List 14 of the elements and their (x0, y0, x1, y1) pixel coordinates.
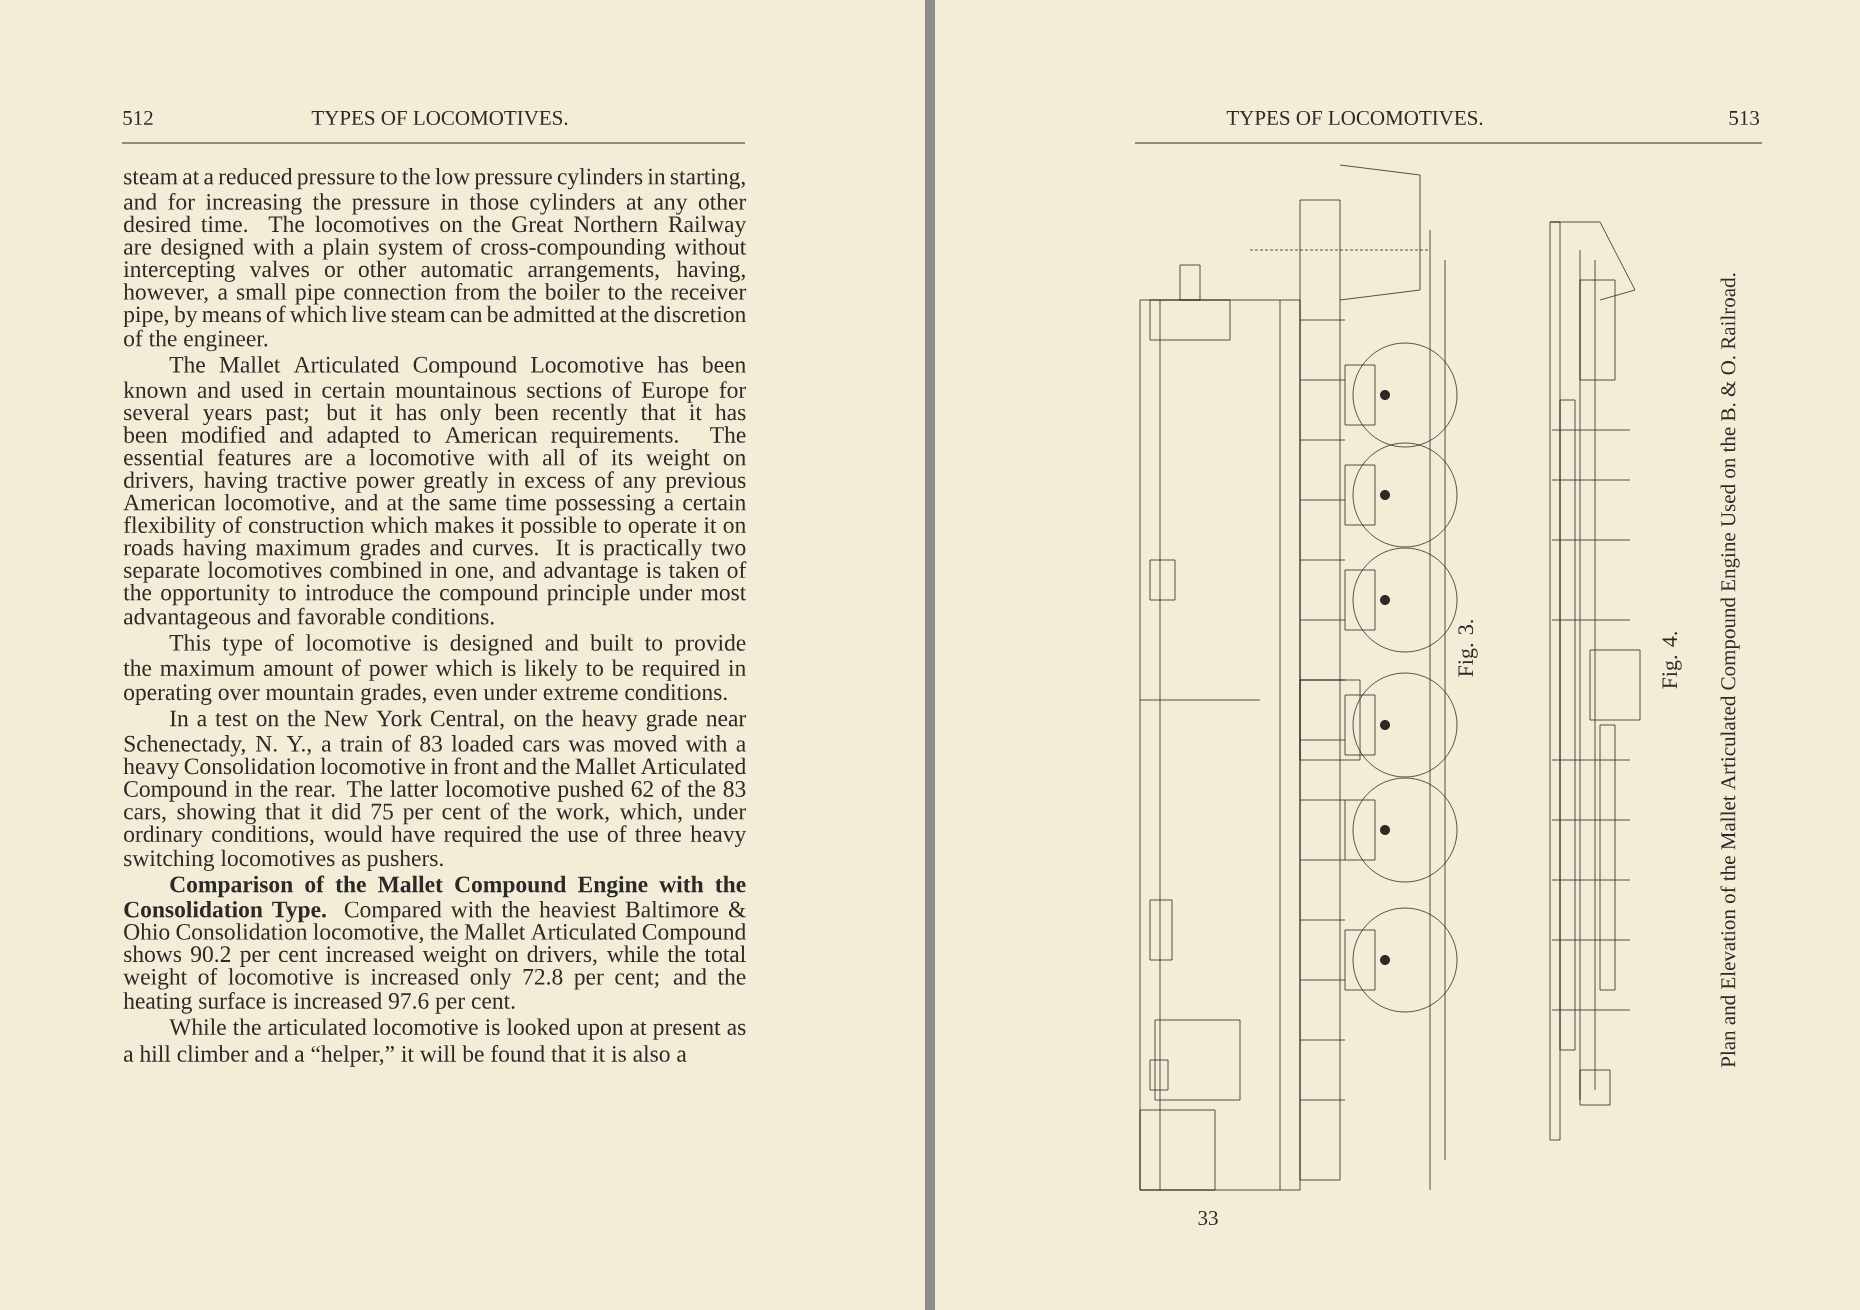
page-number: 512 (123, 110, 153, 126)
figure-label: Fig. 3. (1458, 620, 1478, 677)
paragraph: In a test on the New York Central, on the heavy grade near Schenectady, N. Y., a train of 83 loaded cars was moved with a heavy Consolidation locomotive in front and the Mallet Articulated Compound in the rear. The latter locomotive pushed 62 of the 83 cars, showing that it did 75 per cent of the work, which, under ordinary conditions, would have required the use of three heavy switching locomotives as pushers. (123, 709, 747, 871)
page-number: 513 (1729, 110, 1759, 126)
figure-caption: Plan and Elevation of the Mallet Articulated Compound Engine Used on the B. & O. Railroad. (1720, 273, 1740, 1068)
figure-label: Fig. 4. (1662, 632, 1682, 689)
paragraph: The Mallet Articulated Compound Locomotive has been known and used in certain mountainous sections of Europe for several years past; but it has only been recently that it has been modified and adapted to American requirements. The essential features are a locomotive with all of its weight on drivers, having tractive power greatly in excess of any previous American locomotive, and at the same time possessing a certain flexibility of construction which makes it possible to operate it on roads having maximum grades and curves. It is practically two separate locomotives combined in one, and advantage is taken of the opportunity to introduce the compound principle under most advantageous and favorable conditions. (123, 356, 747, 630)
running-head: TYPES OF LOCOMOTIVES. (1226, 110, 1483, 126)
paragraph: While the articulated locomotive is looked upon at present as a hill climber and a “helper,” it will be found that it is also a (124, 1018, 746, 1067)
paragraph: Comparison of the Mallet Compound Engine with the Consolidation Type. Compared with the heaviest Baltimore & Ohio Consolidation locomotive, the Mallet Articulated Compound shows 90.2 per cent increased weight on drivers, while the total weight of locomotive is increased only 72.8 per cent; and the heating surface is increased 97.6 per cent. (123, 875, 746, 1014)
page-number: 33 (1198, 1210, 1218, 1226)
paragraph: This type of locomotive is designed and built to provide the maximum amount of power which is likely to be required in operating over mountain grades, even under extreme conditions. (123, 633, 746, 705)
running-head: TYPES OF LOCOMOTIVES. (311, 110, 568, 126)
paragraph: steam at a reduced pressure to the low pressure cylinders in starting, and for increasing the pressure in those cylinders at any other desired time. The locomotives on the Great Northern Railway are designed with a plain system of cross-compounding without intercepting valves or other automatic arrangements, having, however, a small pipe connection from the boiler to the receiver pipe, by means of which live steam can be admitted at the discretion of the engineer. (123, 167, 747, 352)
